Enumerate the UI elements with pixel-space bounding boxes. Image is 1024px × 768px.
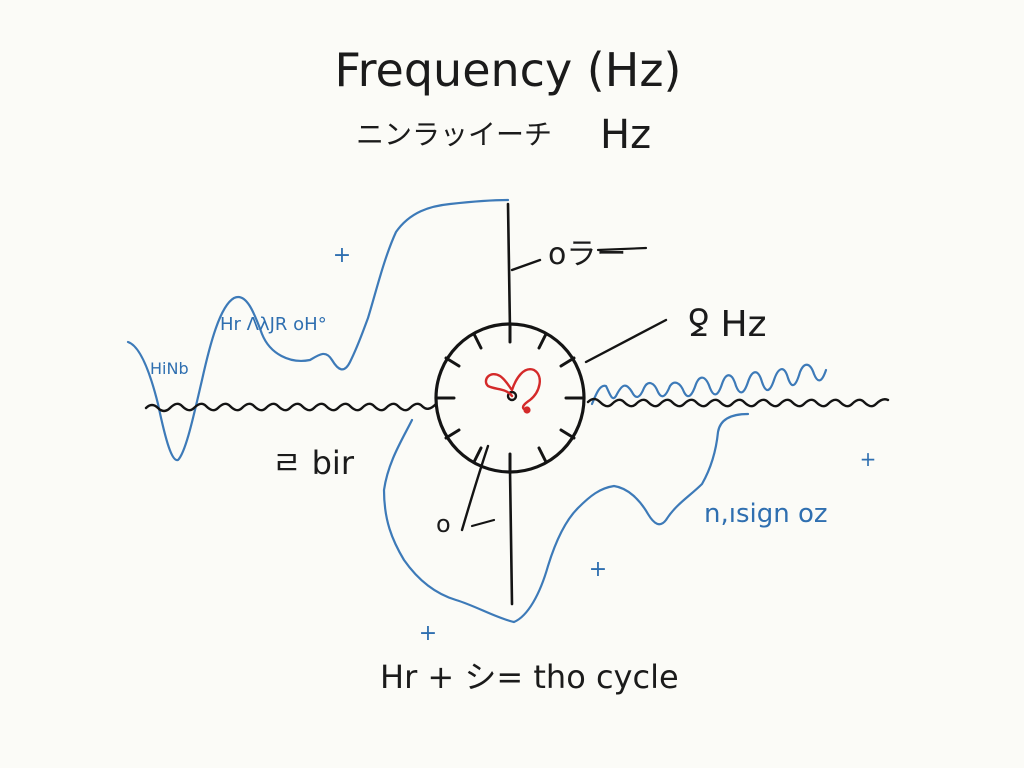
plus-mark-top-left: + (333, 243, 351, 268)
label-right-hz: ꝿ Hz (688, 304, 767, 345)
horizontal-axis-squiggle-right (586, 397, 890, 408)
small-dash-top (596, 246, 648, 252)
label-bottom-small: o (436, 510, 451, 538)
vertical-axis (506, 202, 514, 606)
right-blue-oscillation (590, 363, 828, 406)
diagram-title: Frequency (Hz) (335, 43, 682, 97)
subtitle-unit: Hz (600, 112, 651, 158)
label-left-bir: ㄹ bir (272, 444, 355, 482)
dial-ring (434, 322, 586, 474)
wave-label-hinb: HiNb (150, 359, 189, 378)
dial-tick-marks (436, 324, 584, 472)
wave-label-mid: Hr ᐱλJR oH° (220, 314, 327, 335)
heart-icon (484, 368, 541, 412)
bottom-caption: Hr + シ= tho cycle (380, 658, 679, 696)
frequency-dial (434, 322, 586, 474)
small-dash-bottom (470, 518, 496, 528)
leader-line-top (510, 258, 542, 272)
horizontal-axis-squiggle (144, 402, 438, 413)
leader-line-right (584, 318, 668, 364)
dial-red-dot (523, 406, 531, 414)
label-top-right: oラー (548, 237, 626, 272)
left-blue-wave (126, 198, 510, 462)
plus-mark-right: + (860, 447, 877, 471)
plus-mark-bottom-left: + (419, 621, 437, 646)
wave-label-right: n,ısign oz (704, 499, 828, 529)
katakana-subtitle: ニンラッイーチ (356, 118, 552, 151)
leader-line-bottom (460, 444, 490, 532)
lower-blue-wave (382, 412, 750, 624)
plus-mark-lower: + (589, 557, 607, 582)
